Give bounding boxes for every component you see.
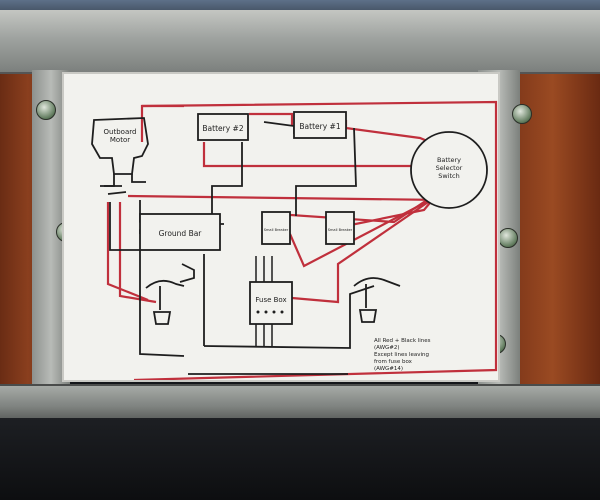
screw (498, 228, 518, 248)
battery-selector-switch (410, 131, 488, 209)
light-symbol-right (353, 277, 401, 323)
battery-1-label: Battery #1 (299, 122, 340, 131)
light-symbol-left (145, 279, 185, 325)
fuse-box (249, 281, 293, 325)
small-switch-a-label: Small Breaker (264, 228, 289, 232)
screw (512, 104, 532, 124)
aluminum-rail-top (0, 10, 600, 74)
ground-bar-label: Ground Bar (159, 229, 203, 238)
small-switch-b (325, 211, 355, 245)
battery-2-label: Battery #2 (202, 124, 243, 133)
screw (36, 100, 56, 120)
note-line-2: (AWG#2) (374, 345, 400, 351)
fuse-box-label: Fuse Box (255, 296, 286, 304)
battery-2-box (197, 113, 249, 141)
note-line-5: (AWG#14) (374, 366, 403, 372)
small-switch-a (261, 211, 291, 245)
outboard-motor-label-2: Motor (110, 136, 130, 144)
selector-label-2: Selector (436, 164, 463, 172)
aluminum-rail-bottom (0, 384, 600, 420)
note-line-4: from fuse box (374, 359, 413, 365)
ground-bar-box (139, 213, 221, 251)
selector-label-3: Switch (438, 172, 460, 180)
outboard-motor-label-1: Outboard (104, 128, 137, 136)
wiring-diagram-placard: Outboard Motor Battery #2 Battery #1 Bat… (62, 72, 500, 382)
selector-label-1: Battery (437, 156, 461, 164)
note-line-1: All Red + Black lines (374, 338, 431, 344)
small-switch-b-label: Small Breaker (328, 228, 353, 232)
battery-1-box (293, 111, 347, 139)
fuse-box-leads (255, 256, 273, 346)
wiring-diagram: Outboard Motor Battery #2 Battery #1 Bat… (91, 100, 498, 380)
dark-lower-area (0, 418, 600, 500)
outboard-motor-symbol (91, 117, 149, 195)
fuse-terminals (256, 310, 284, 314)
note-line-3: Except lines leaving (374, 352, 429, 358)
